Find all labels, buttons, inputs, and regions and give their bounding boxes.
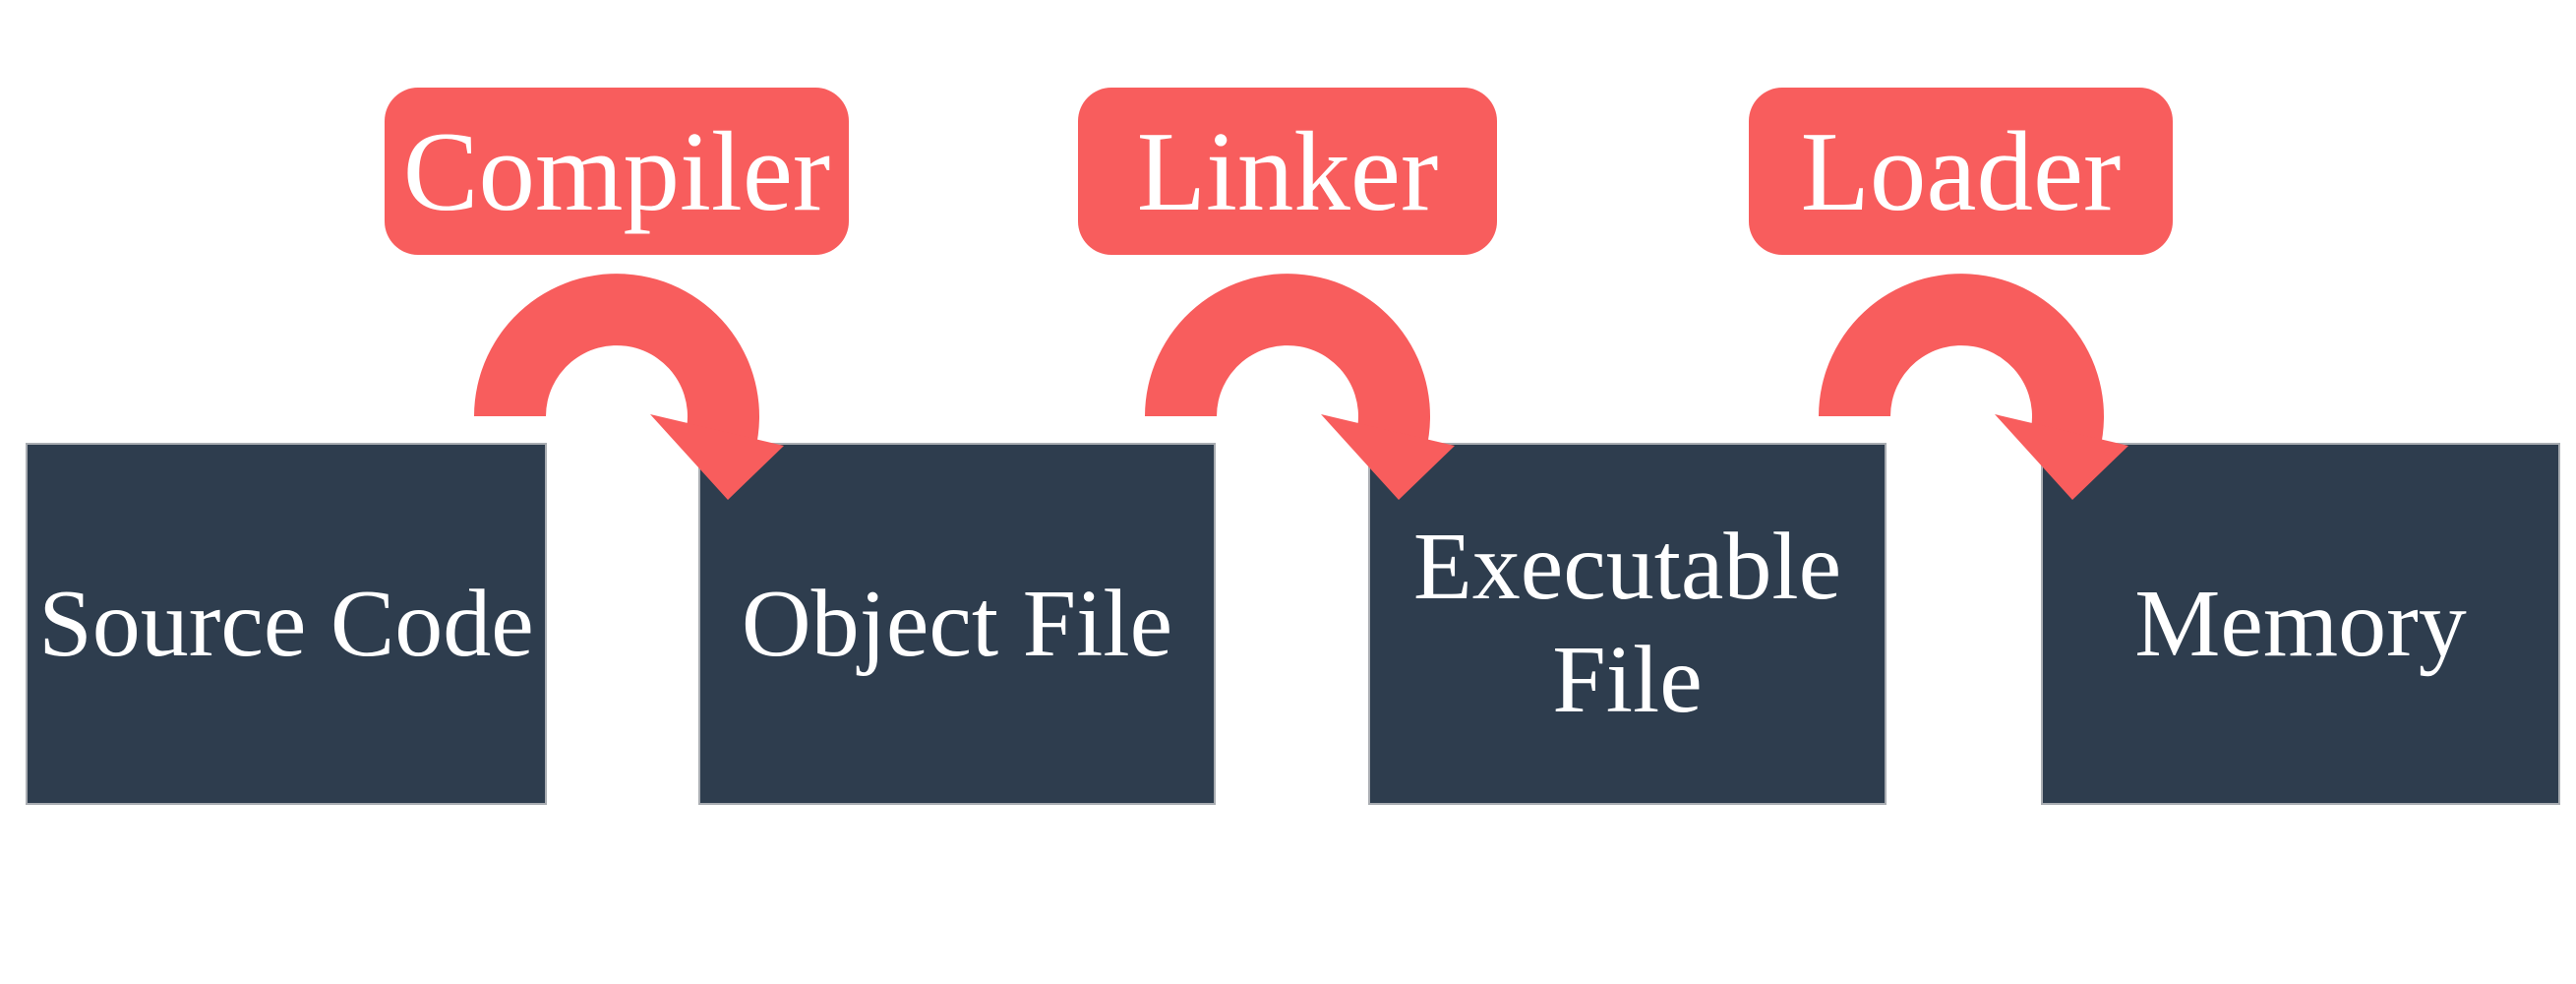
- process-label-compiler: Compiler: [385, 88, 849, 255]
- arrow-arc: [474, 274, 759, 465]
- arrow-head: [1995, 414, 2128, 500]
- stage-label-source-code: Source Code: [38, 570, 534, 677]
- stage-box-memory: Memory: [2041, 443, 2560, 805]
- curved-arrow-loader-icon: [1819, 274, 2128, 500]
- curved-arrow-linker-icon: [1145, 274, 1455, 500]
- stage-box-executable-file: Executable File: [1368, 443, 1887, 805]
- arrow-head: [650, 414, 784, 500]
- process-label-text-compiler: Compiler: [402, 108, 831, 234]
- process-label-text-loader: Loader: [1800, 108, 2122, 234]
- arrow-arc: [1819, 274, 2104, 465]
- stage-box-object-file: Object File: [698, 443, 1216, 805]
- stage-label-object-file: Object File: [741, 570, 1173, 677]
- process-label-loader: Loader: [1749, 88, 2173, 255]
- curved-arrow-compiler-icon: [474, 274, 784, 500]
- arrow-head: [1321, 414, 1455, 500]
- stage-label-executable-file: Executable File: [1412, 514, 1842, 733]
- process-label-linker: Linker: [1078, 88, 1497, 255]
- arrow-arc: [1145, 274, 1430, 465]
- process-label-text-linker: Linker: [1136, 108, 1439, 234]
- stage-box-source-code: Source Code: [26, 443, 547, 805]
- stage-label-memory: Memory: [2134, 570, 2467, 677]
